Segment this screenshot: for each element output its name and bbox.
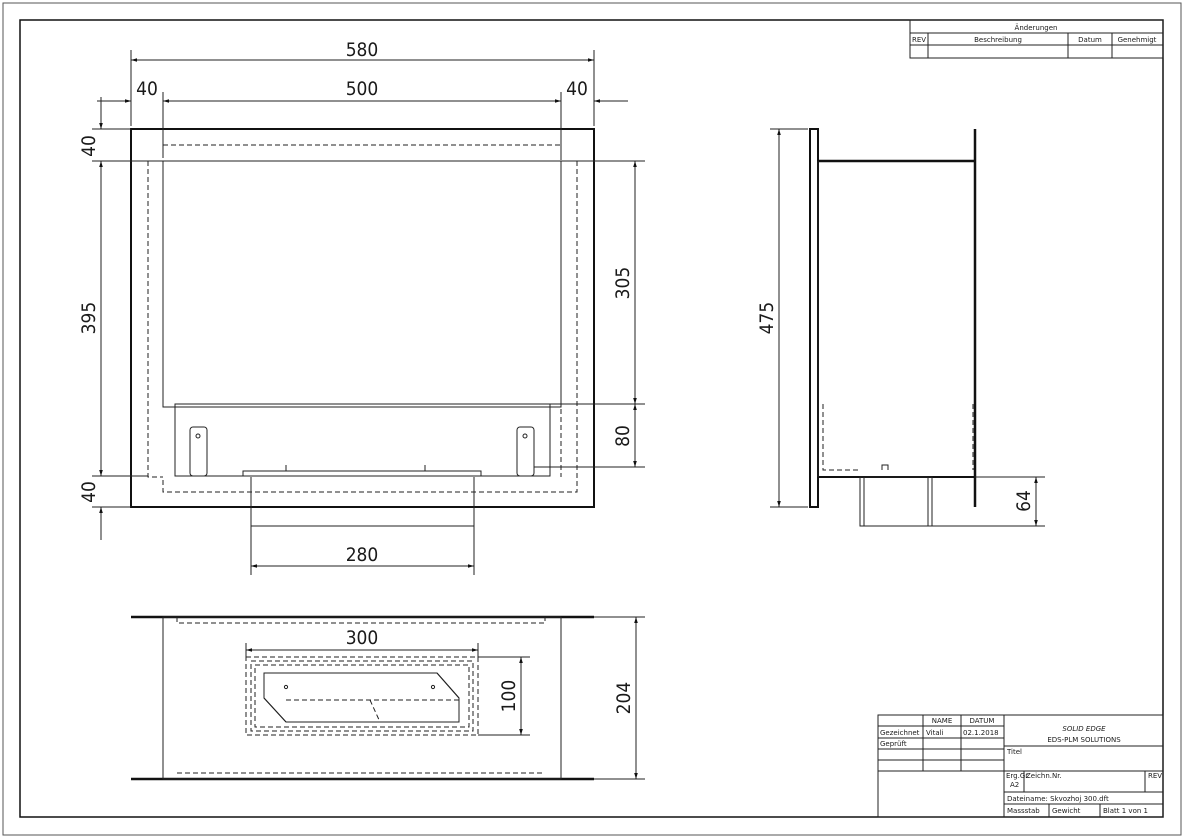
dim-front-right-margin: 40 [566,78,588,100]
title-drawn-name: Vitali [926,729,944,737]
dim-front-inner-width: 500 [346,78,379,100]
title-drawing-no-label: Zeichn.Nr. [1026,772,1062,780]
top-burner-box [245,656,479,736]
revision-col-approved: Genehmigt [1118,36,1157,44]
dim-front-top-margin: 40 [78,135,100,157]
revision-table-title: Änderungen [1015,23,1058,32]
side-bottom-box [859,476,933,527]
title-title-label: Titel [1006,748,1022,756]
title-col-name: NAME [932,717,953,725]
dim-front-burner-width: 280 [346,544,379,566]
dim-top-box-depth: 100 [498,680,520,713]
revision-col-rev: REV [912,36,926,44]
dim-top-total-depth: 204 [613,682,635,715]
front-bottom-box [250,477,475,527]
revision-col-description: Beschreibung [974,36,1022,44]
front-hidden-box [163,144,562,161]
title-col-date: DATUM [970,717,995,725]
title-rev-label: REV [1148,772,1162,780]
top-body [162,616,562,780]
front-burner-bar [242,470,482,477]
title-drawn-date: 02.1.2018 [963,729,999,737]
front-burner-right-post [516,426,535,477]
title-checked-label: Geprüft [880,740,907,748]
title-brand: SOLID EDGE [1062,725,1106,733]
top-burner-plate [263,672,460,723]
dim-side-total-height: 475 [756,302,778,335]
dim-front-bottom-margin: 40 [78,481,100,503]
inner-drawing-frame [19,19,1164,818]
title-size-value: A2 [1010,781,1019,789]
title-brand-sub: EDS-PLM SOLUTIONS [1047,736,1121,744]
title-block: NAME DATUM Gezeichnet Vitali 02.1.2018 G… [877,714,1164,818]
side-view: 475 64 [756,128,1045,527]
revision-table: Änderungen REV Beschreibung Datum Genehm… [909,19,1164,59]
title-weight-label: Gewicht [1052,807,1081,815]
dim-front-opening-height: 305 [612,267,634,300]
dim-side-bottom-height: 64 [1013,490,1035,512]
title-drawn-label: Gezeichnet [880,729,920,737]
side-front-plate [809,128,819,508]
dim-front-left-margin: 40 [136,78,158,100]
title-scale-label: Massstab [1007,807,1040,815]
title-sheet-label: Blatt 1 von 1 [1103,807,1148,815]
revision-col-date: Datum [1078,36,1102,44]
top-view: 300 100 204 [131,615,645,781]
dim-front-burner-height: 80 [612,425,634,447]
front-view: 580 40 500 40 40 395 40 [78,39,645,575]
dim-front-inner-height: 395 [78,302,100,335]
dim-top-box-width: 300 [346,627,379,649]
front-inner-opening [162,160,562,408]
title-file-label: Dateiname: Skvozhoj 300.dft [1007,795,1109,803]
dim-front-total-width: 580 [346,39,379,61]
front-burner-left-post [189,426,208,477]
title-size-label: Erg.Gr. [1006,772,1030,780]
front-outer-frame [130,128,595,508]
front-burner-tray [174,403,551,477]
